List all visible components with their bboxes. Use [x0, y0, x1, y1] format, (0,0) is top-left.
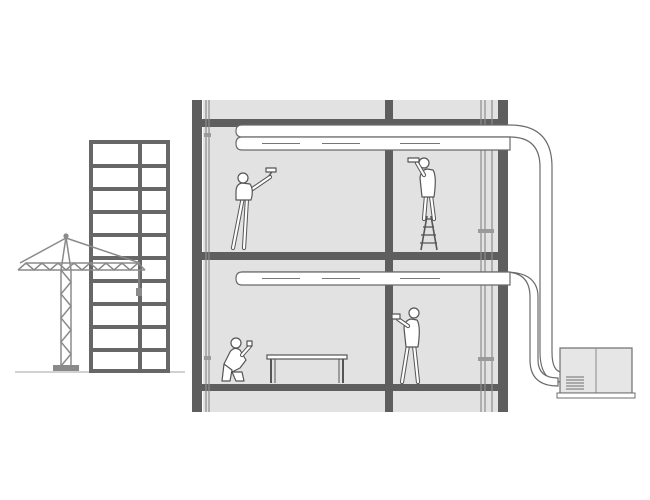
background-tower: [89, 140, 170, 373]
first-floor-slab: [192, 252, 508, 260]
ventilation-duct-lower: [235, 271, 559, 387]
ground-floor-slab: [192, 384, 508, 391]
basement-left: [203, 391, 385, 412]
workbench-icon: [266, 354, 348, 383]
worker-drilling-icon: [391, 307, 421, 385]
vertical-pipes: [204, 100, 494, 412]
ladder-icon: [420, 215, 438, 251]
tower-crane-icon: [17, 233, 146, 371]
worker-on-ladder-icon: [407, 157, 437, 222]
worker-kneeling-icon: [221, 337, 253, 382]
basement-right: [393, 391, 498, 412]
ventilation-duct-upper: [235, 124, 563, 383]
worker-painting-icon: [230, 167, 277, 251]
roof-slab: [192, 119, 508, 127]
air-handling-unit-icon: [556, 347, 636, 399]
